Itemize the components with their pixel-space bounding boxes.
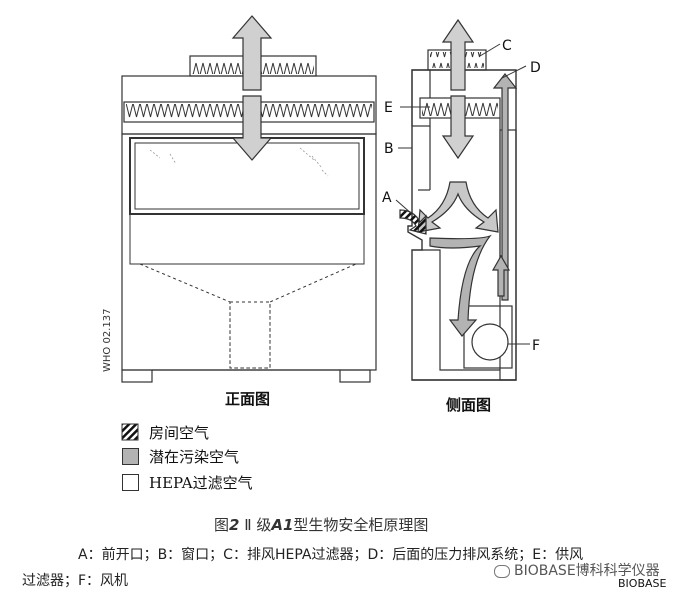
label-e: E xyxy=(384,100,393,116)
side-airflow-arrows xyxy=(395,18,530,345)
watermark-brand: BIOBASE xyxy=(618,577,667,590)
front-airflow-arrows xyxy=(231,15,273,161)
watermark-text: BIOBASE博科科学仪器 xyxy=(494,560,660,580)
who-code: WHO 02.137 xyxy=(102,309,113,372)
side-view-label: 侧面图 xyxy=(446,396,492,414)
legend-label: HEPA过滤空气 xyxy=(149,473,253,492)
front-foot-left xyxy=(121,369,153,383)
legend-swatch-room-air xyxy=(121,423,139,441)
front-cabinet-body xyxy=(121,133,377,371)
side-fan-f xyxy=(463,305,513,369)
legend-item-room-air: 房间空气 xyxy=(122,420,209,444)
label-b: B xyxy=(384,141,394,157)
wechat-icon xyxy=(494,564,510,578)
legend-notes-line2: 过滤器；F：风机 xyxy=(22,573,129,589)
legend-label: 房间空气 xyxy=(149,423,210,442)
legend-swatch-contaminated xyxy=(122,447,139,465)
legend-swatch-hepa xyxy=(122,473,139,491)
legend-item-hepa: HEPA过滤空气 xyxy=(122,470,253,494)
figure-caption: 图2 Ⅱ 级A1型生物安全柜原理图 xyxy=(214,516,429,534)
label-d: D xyxy=(530,60,541,76)
legend-label: 潜在污染空气 xyxy=(149,447,240,466)
front-foot-right xyxy=(339,369,371,383)
label-c: C xyxy=(502,38,512,54)
legend-notes-line1: A：前开口；B：窗口；C：排风HEPA过滤器；D：后面的压力排风系统；E：供风 xyxy=(78,547,584,563)
label-a: A xyxy=(382,190,392,206)
legend-item-contaminated: 潜在污染空气 xyxy=(122,444,239,468)
label-f: F xyxy=(532,338,540,354)
front-view-label: 正面图 xyxy=(225,390,271,408)
